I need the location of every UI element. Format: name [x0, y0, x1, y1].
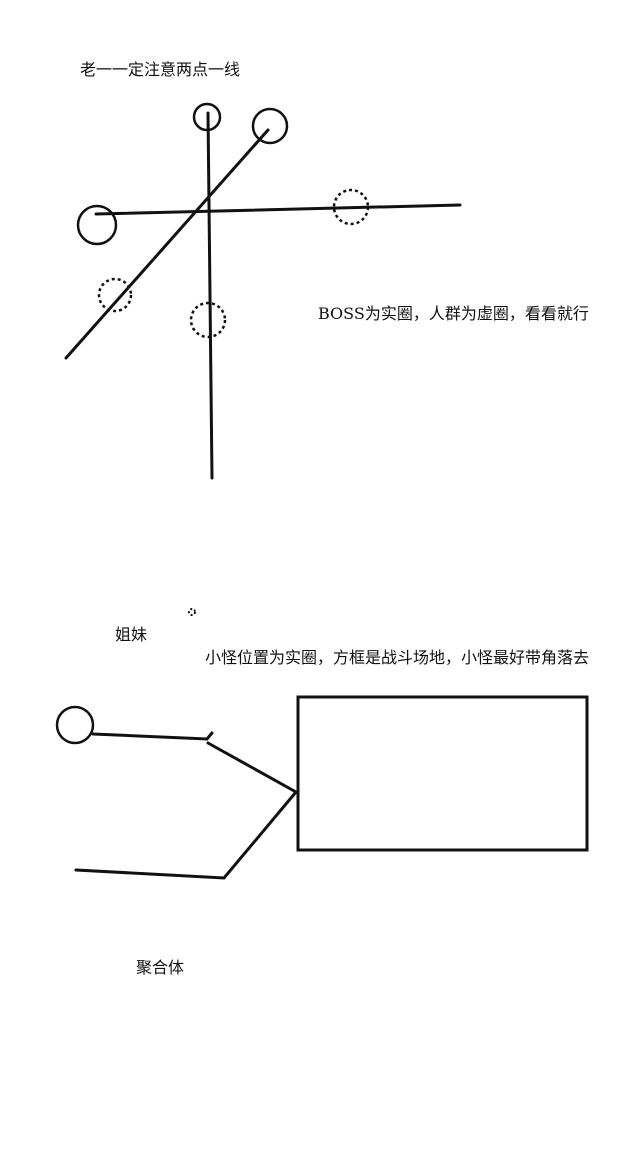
- path-upper-diagonal: [206, 741, 298, 794]
- section-2-note: 小怪位置为实圈，方框是战斗场地，小怪最好带角落去: [205, 648, 590, 667]
- crowd-circle-lower-middle: [189, 301, 227, 339]
- crowd-circle-right: [332, 188, 370, 226]
- diagonal-line: [64, 128, 270, 360]
- section-1-note: BOSS为实圈，人群为虚圈，看看就行: [318, 304, 589, 323]
- path-upper: [91, 731, 214, 741]
- crowd-circle-lower-left: [97, 277, 133, 313]
- section-2-drawing: [55, 608, 589, 880]
- section-3-title: 聚合体: [136, 958, 185, 977]
- section-2-title: 姐妹: [115, 625, 148, 644]
- boss-circle-top-right: [251, 107, 289, 145]
- boss-circle-left: [76, 204, 118, 246]
- section-1-title: 老一一定注意两点一线: [80, 60, 241, 79]
- boss-circle-top: [192, 102, 222, 132]
- small-dotted-mark: [188, 608, 196, 616]
- add-position-circle: [55, 705, 95, 745]
- path-lower: [74, 790, 298, 880]
- section-1-drawing: [64, 102, 462, 480]
- horizontal-line: [94, 203, 462, 216]
- vertical-line: [206, 111, 214, 480]
- battle-area-box: [296, 695, 589, 852]
